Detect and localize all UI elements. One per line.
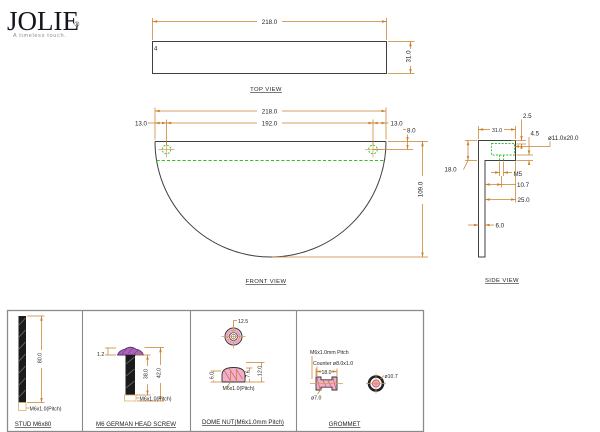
- dim-text-12-0: 12.0: [258, 366, 264, 376]
- dim-screw-total: 42.0: [137, 347, 165, 402]
- dim-text-7-0: ø7.0: [311, 396, 321, 402]
- dim-text-hole-size: ø11.0x20.0: [548, 135, 579, 142]
- dim-text-front-218: 218.0: [262, 109, 278, 116]
- dim-text-10-7: ø10.7: [385, 374, 398, 380]
- front-view-title: FRONT VIEW: [246, 279, 287, 285]
- dim-counterbore: 4.5: [516, 131, 540, 166]
- dim-text-6-0: 6.0: [210, 372, 216, 379]
- dim-screw-head: 1.2: [97, 347, 116, 358]
- dim-text-10-7: 10.7: [517, 182, 530, 189]
- dim-bracket-width: 31.0: [478, 126, 516, 139]
- dim-screw-offset: 10.7: [484, 176, 530, 189]
- dim-text-192: 192.0: [262, 121, 278, 128]
- front-view-outline: [154, 141, 387, 258]
- dome-nut-pitch-label: M6x1.0(Pitch): [223, 386, 255, 392]
- logo-wordmark: JOLIE: [7, 6, 79, 36]
- screw-thread-end: [124, 394, 137, 402]
- dim-top-depth: 31.0: [388, 41, 415, 74]
- logo-tagline: A timeless touch.: [13, 33, 66, 39]
- side-view-title: SIDE VIEW: [485, 278, 519, 284]
- leader-grommet-outer: ø10.7: [380, 374, 398, 380]
- dim-text-sv31: 31.0: [492, 128, 502, 134]
- stud-pitch-label: M6x1.0(Pitch): [30, 407, 62, 413]
- top-view-title: TOP VIEW: [250, 87, 282, 93]
- dome-nut-front-view: [221, 367, 246, 383]
- stud-label: STUD M6x80: [15, 421, 52, 428]
- stud-thread-end: [18, 402, 27, 411]
- corner-mark: 4: [154, 47, 158, 53]
- leader-hole-size: ø11.0x20.0: [514, 135, 579, 148]
- dome-nut-label: DOME NUT(M6x1.0mm Pitch): [202, 419, 284, 426]
- front-view: 218.0 192.0 13.0 13.0 8.0: [135, 107, 428, 285]
- dim-text-8: 8.0: [407, 128, 416, 135]
- dim-text-6: 6.0: [496, 223, 505, 230]
- dim-set-screw: M5: [491, 161, 523, 178]
- dim-text-13-left: 13.0: [135, 121, 148, 128]
- dim-left-margin: 13.0: [135, 121, 167, 128]
- dim-dome-diameter: 12.5: [233, 319, 248, 327]
- dim-text-218: 218.0: [262, 19, 278, 26]
- dim-text-18: 18.0: [445, 167, 458, 174]
- dim-right-margin: 13.0: [372, 121, 404, 128]
- dim-screw-shaft: 38.0: [136, 354, 152, 396]
- dim-text-80: 80.0: [38, 353, 44, 363]
- hidden-hole-rect: [491, 143, 515, 156]
- logo: JOLIE ® A timeless touch.: [7, 6, 80, 39]
- grommet-panel: M6x1.0mm Pitch Counter ø8.0x1.0 18.0: [310, 350, 398, 428]
- screw-panel: 1.2 38.0 42.0 M6x1.0(Pitch) M6 GERMAN HE…: [96, 346, 176, 428]
- dim-text-25: 25.0: [518, 197, 531, 204]
- leader-grommet-inner: ø7.0: [311, 387, 323, 402]
- side-view-outline: [478, 140, 516, 258]
- dim-stud-length: 80.0: [27, 315, 46, 403]
- grommet-end-view: [366, 373, 386, 394]
- dim-hole-offset: 8.0: [373, 128, 416, 150]
- dim-text-2-5: 2.5: [523, 113, 532, 120]
- dim-text-m5: M5: [514, 171, 523, 178]
- parts-panel: 80.0 M6x1.0(Pitch) STUD M6x80 1.2: [6, 309, 425, 432]
- dim-text-38: 38.0: [144, 369, 150, 379]
- dim-text-4-5: 4.5: [531, 131, 540, 138]
- dim-bracket-height: 18.0: [445, 140, 477, 174]
- dim-dome-heights: 6.0 7.6 12.0: [210, 362, 265, 383]
- grommet-pitch-label: M6x1.0mm Pitch: [310, 350, 349, 356]
- stud-hatch: [18, 317, 26, 398]
- dim-text-31: 31.0: [406, 50, 413, 63]
- stud-panel: 80.0 M6x1.0(Pitch) STUD M6x80: [15, 315, 62, 428]
- stud-body: [18, 316, 26, 403]
- screw-shaft-hatch: [125, 356, 135, 389]
- screw-label: M6 GERMAN HEAD SCREW: [96, 421, 176, 428]
- dim-text-13-right: 13.0: [391, 121, 404, 128]
- dim-text-18-0: 18.0: [321, 370, 331, 376]
- grommet-label: GROMMET: [329, 421, 361, 428]
- dome-nut-panel: 12.5 6.0 7.6: [202, 319, 284, 426]
- top-view: 4 218.0 31.0 TOP VIEW: [152, 17, 415, 93]
- screw-pitch-label: M6x1.0(Pitch): [140, 397, 172, 403]
- dim-text-7-6: 7.6: [246, 370, 252, 377]
- dim-text-1-2: 1.2: [97, 352, 104, 358]
- dim-height: 109.0: [272, 141, 428, 258]
- grommet-side-view: [310, 376, 343, 391]
- dim-text-109: 109.0: [418, 181, 425, 197]
- dim-bracket-depth: 25.0: [484, 161, 531, 204]
- dim-top-width: 218.0: [152, 17, 387, 40]
- dim-text-42: 42.0: [157, 368, 163, 378]
- dim-grommet-length: 18.0: [315, 368, 338, 376]
- dome-nut-top-view: [221, 324, 246, 349]
- screw-shaft: [125, 355, 135, 395]
- top-view-outline: [152, 41, 387, 74]
- registered-mark: ®: [75, 21, 80, 29]
- dim-thickness: 6.0: [468, 223, 505, 230]
- dim-text-12-5: 12.5: [238, 319, 248, 325]
- grommet-counter-label: Counter ø8.0x1.0: [313, 361, 353, 367]
- side-view: 31.0 18.0 2.5 4.5 ø11.0x20.0: [445, 113, 580, 284]
